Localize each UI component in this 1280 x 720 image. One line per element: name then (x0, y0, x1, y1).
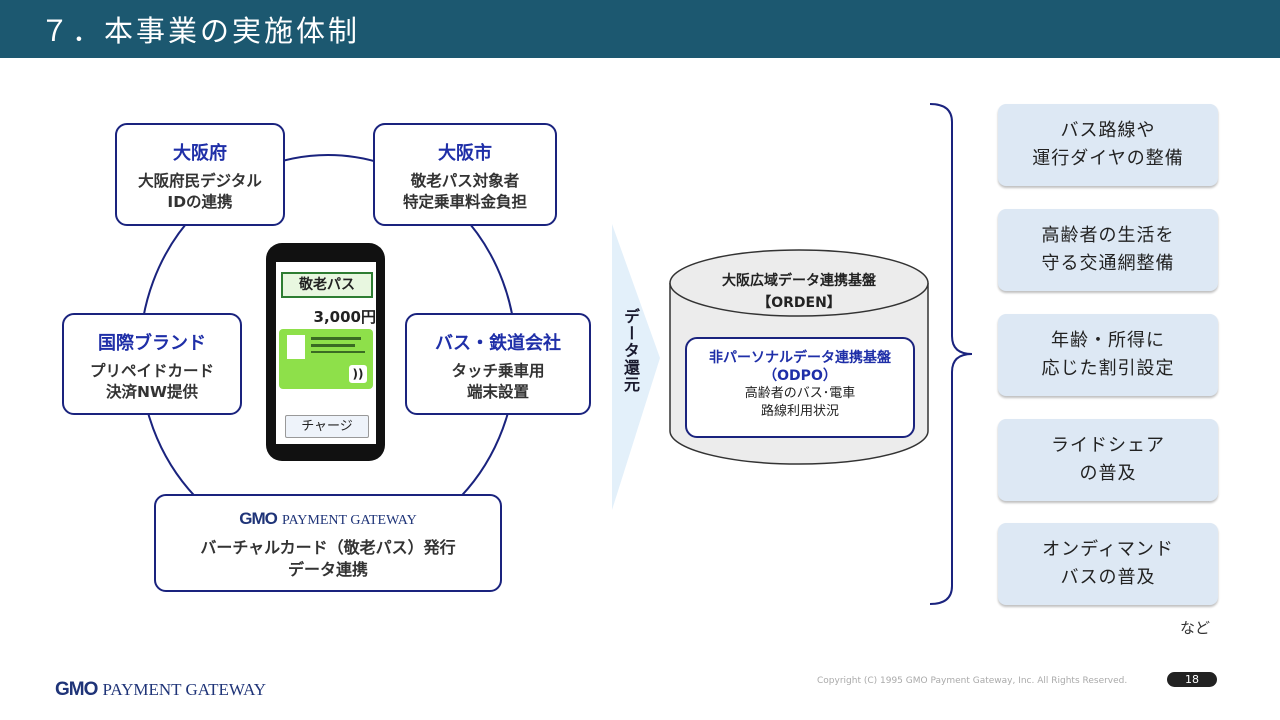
benefit-card: バス路線や 運行ダイヤの整備 (998, 104, 1218, 186)
card-text-line (311, 344, 355, 347)
odpo-title: 非パーソナルデータ連携基盤 (709, 350, 891, 366)
node-osaka-prefecture: 大阪府 大阪府民デジタル IDの連携 (115, 123, 285, 226)
slide-title: ７．本事業の実施体制 (40, 14, 361, 48)
node-title: 大阪府 (173, 143, 227, 164)
platform-subtitle: 【ORDEN】 (757, 295, 841, 311)
data-return-label: データ還元 (621, 308, 640, 393)
node-osaka-city: 大阪市 敬老パス対象者 特定乗車料金負担 (373, 123, 557, 226)
odpo-box: 非パーソナルデータ連携基盤 （ODPO） 高齢者のバス･電車 路線利用状況 (685, 337, 915, 438)
node-title: 大阪市 (438, 143, 492, 164)
node-body: タッチ乗車用 端末設置 (451, 362, 545, 401)
footer-logo: GMO PAYMENT GATEWAY (55, 679, 266, 701)
balance-amount: 3,000円 (313, 308, 376, 326)
odpo-body: 高齢者のバス･電車 路線利用状況 (744, 386, 856, 419)
pass-card-image: )) (279, 329, 373, 389)
node-intl-brand: 国際ブランド プリペイドカード 決済NW提供 (62, 313, 242, 415)
etc-note: など (1180, 619, 1211, 637)
platform-cylinder-top (669, 249, 929, 317)
benefit-card: 年齢・所得に 応じた割引設定 (998, 314, 1218, 396)
card-photo (287, 335, 305, 359)
node-transit-company: バス・鉄道会社 タッチ乗車用 端末設置 (405, 313, 591, 415)
node-title: バス・鉄道会社 (435, 333, 561, 354)
node-body: プリペイドカード 決済NW提供 (89, 362, 214, 401)
pass-label: 敬老パス (281, 272, 373, 298)
right-brace (929, 103, 973, 605)
benefit-card: 高齢者の生活を 守る交通網整備 (998, 209, 1218, 291)
title-bar (0, 0, 1280, 58)
node-body: 大阪府民デジタル IDの連携 (138, 172, 262, 211)
card-text-line (311, 337, 361, 340)
node-title: 国際ブランド (98, 333, 206, 354)
charge-button[interactable]: チャージ (285, 415, 369, 438)
gmo-logo-rest: PAYMENT GATEWAY (281, 513, 417, 528)
node-body: バーチャルカード（敬老パス）発行 データ連携 (200, 538, 456, 579)
footer-logo-rest: PAYMENT GATEWAY (102, 680, 267, 699)
platform-title: 大阪広域データ連携基盤 (722, 273, 876, 289)
gmo-logo: GMO PAYMENT GATEWAY (156, 509, 500, 529)
copyright-text: Copyright (C) 1995 GMO Payment Gateway, … (817, 676, 1128, 686)
node-gmo: GMO PAYMENT GATEWAY バーチャルカード（敬老パス）発行 データ… (154, 494, 502, 592)
data-return-arrow (612, 224, 660, 510)
benefit-card: ライドシェア の普及 (998, 419, 1218, 501)
benefit-card: オンディマンド バスの普及 (998, 523, 1218, 605)
odpo-subtitle: （ODPO） (763, 368, 837, 384)
card-text-line (311, 351, 365, 353)
nfc-icon: )) (349, 365, 367, 383)
node-body: 敬老パス対象者 特定乗車料金負担 (402, 172, 527, 211)
page-number: 18 (1167, 672, 1217, 687)
footer-logo-bold: GMO (55, 679, 98, 700)
gmo-logo-bold: GMO (239, 509, 278, 528)
